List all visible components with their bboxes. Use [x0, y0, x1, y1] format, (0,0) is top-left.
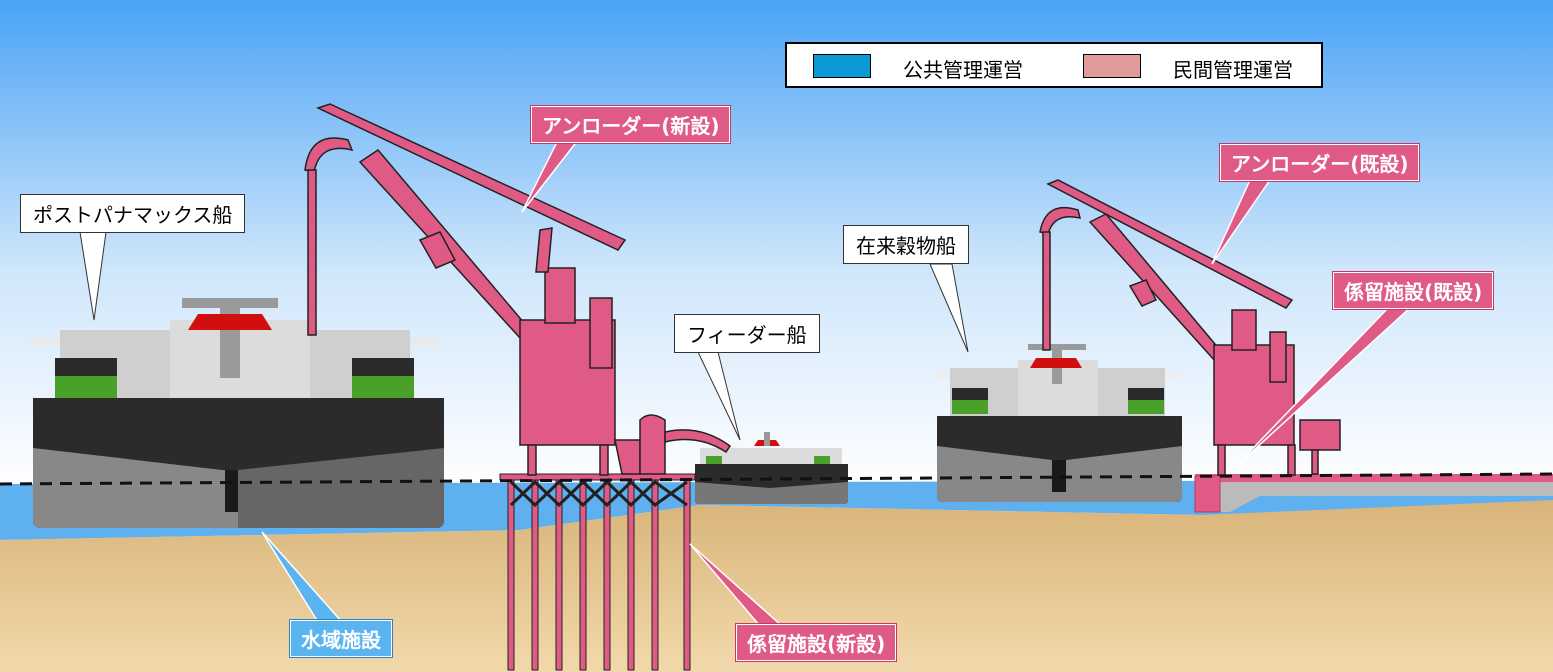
legend-label-private: 民間管理運営	[1173, 58, 1293, 82]
ship-hull-under-right	[238, 448, 444, 528]
label-mooring-new: 係留施設(新設)	[736, 624, 897, 661]
label-mooring-existing: 係留施設(既設)	[1333, 272, 1494, 309]
feeder-mast	[764, 432, 770, 446]
feeder-green-r	[814, 456, 830, 464]
feeder-hull-under	[695, 482, 848, 504]
label-unloader-existing: アンローダー(既設)	[1220, 144, 1420, 181]
label-conventional-grain-ship: 在来穀物船	[843, 225, 969, 264]
ship-mast-base	[220, 298, 240, 378]
grain-mast-bar	[1028, 344, 1086, 350]
label-unloader-new: アンローダー(新設)	[531, 106, 731, 143]
feeder-green-l	[706, 456, 722, 464]
conventional-grain-ship	[935, 344, 1182, 502]
ship-funnel	[188, 314, 272, 330]
existing-unloader	[1039, 179, 1341, 476]
ship-green-left-fill	[55, 376, 117, 398]
pointer-conventional	[929, 263, 969, 353]
new-unloader	[304, 103, 732, 476]
grain-green-l-fill	[952, 400, 988, 414]
label-post-panamax-ship: ポストパナマックス船	[20, 194, 246, 233]
ship-keel	[225, 470, 238, 512]
post-panamax-ship	[30, 298, 444, 528]
legend-swatch-private	[1083, 54, 1141, 78]
grain-keel	[1052, 460, 1066, 492]
feeder-deck	[700, 448, 842, 464]
new-mooring-jetty	[499, 473, 696, 671]
legend-swatch-public	[813, 54, 871, 78]
existing-quay	[1195, 474, 1553, 512]
ship-hull-under	[33, 448, 238, 528]
ship-green-right-fill	[352, 376, 414, 398]
ship-mast-bar	[182, 298, 278, 308]
existing-quay-block	[1194, 475, 1221, 513]
feeder-ship	[695, 432, 848, 504]
legend-label-public: 公共管理運営	[903, 58, 1023, 82]
label-water-area: 水域施設	[290, 620, 392, 657]
legend: 公共管理運営 民間管理運営	[785, 42, 1323, 88]
grain-funnel	[1030, 358, 1082, 368]
label-feeder-ship: フィーダー船	[674, 314, 820, 353]
grain-green-r-fill	[1128, 400, 1164, 414]
existing-quay-deck	[1195, 474, 1553, 482]
